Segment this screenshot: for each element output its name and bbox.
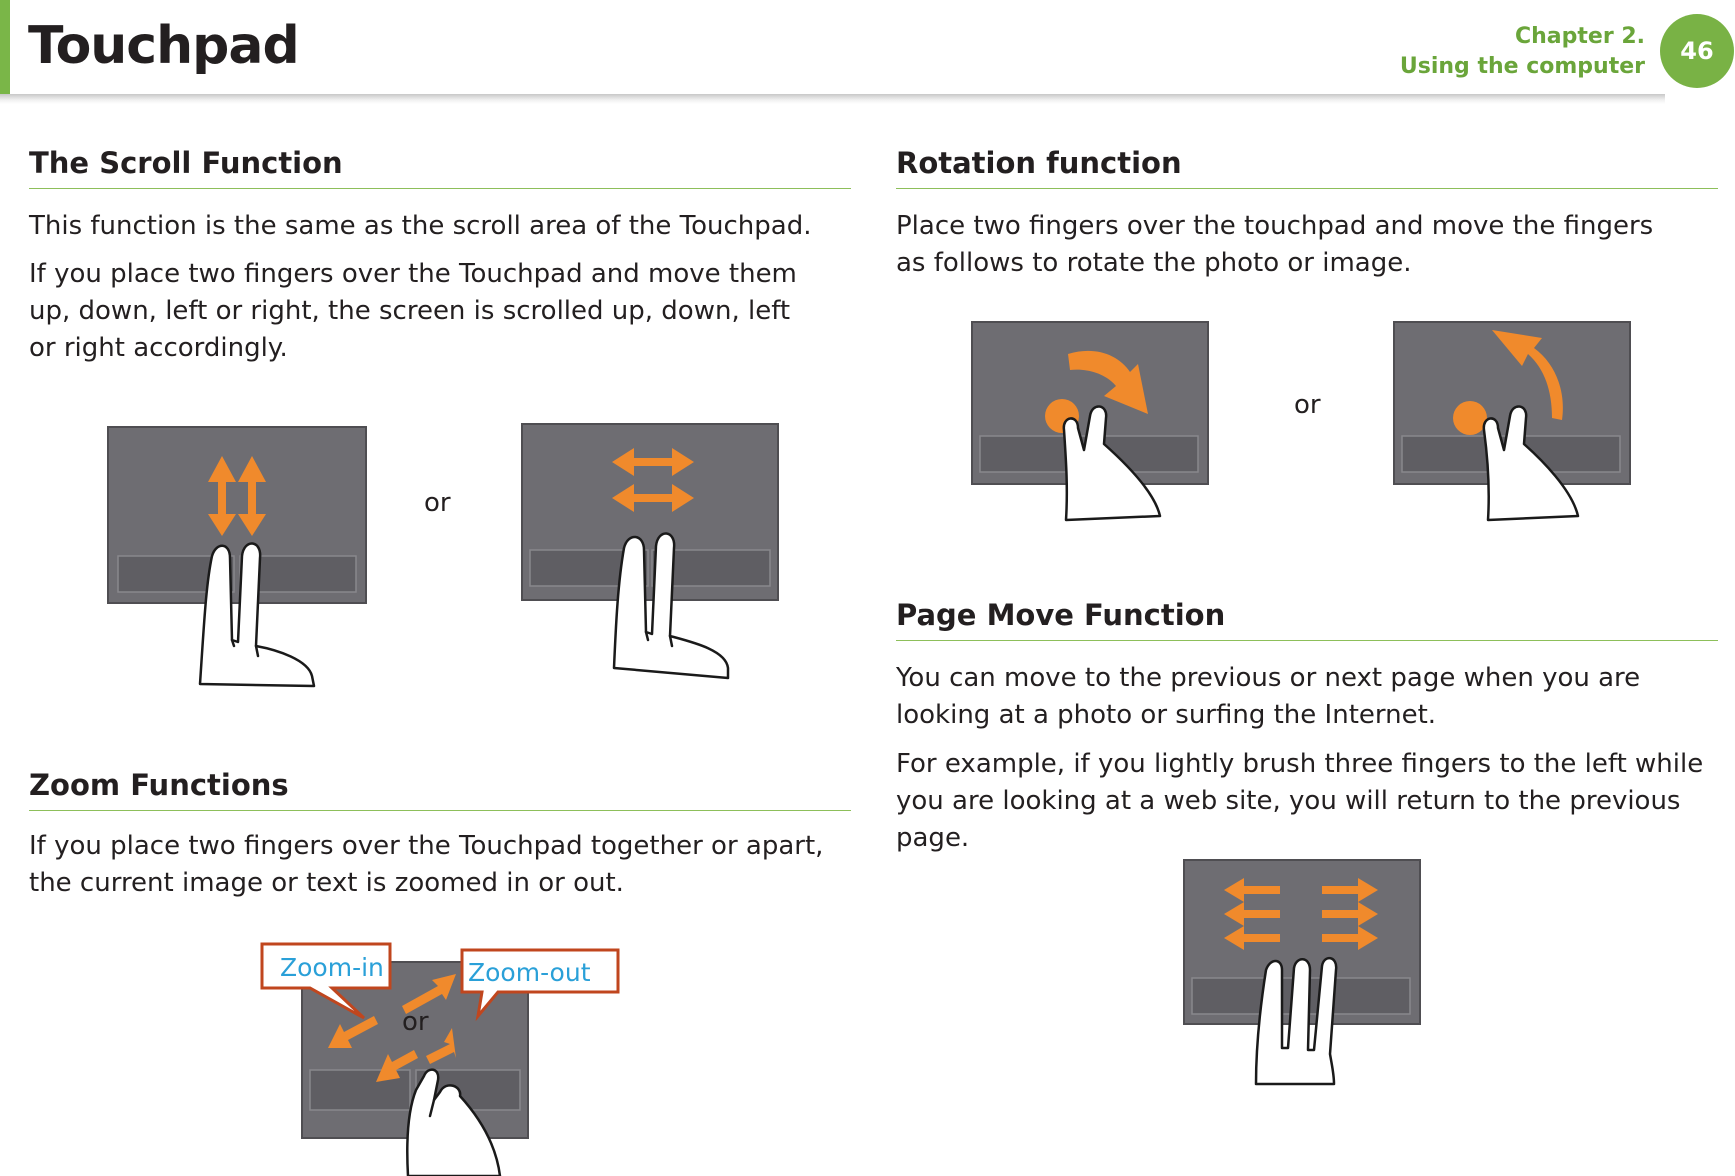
left-right-arrows-icon (612, 448, 694, 512)
zoom-section-title: Zoom Functions (29, 768, 289, 802)
vertical-scroll-illustration (107, 426, 367, 688)
zoom-section-rule (29, 810, 851, 811)
zoom-in-arrows-icon (328, 974, 456, 1048)
rotation-or-label: or (1294, 390, 1321, 420)
two-finger-hand-icon (612, 532, 730, 680)
header-divider (0, 94, 1665, 104)
rotation-section-title: Rotation function (896, 146, 1182, 180)
zoom-in-label: Zoom-in (280, 953, 384, 982)
header-accent-bar (0, 0, 10, 96)
page-title: Touchpad (28, 16, 300, 76)
right-arrows-icon (1322, 878, 1378, 950)
chapter-label: Chapter 2. Using the computer (1400, 22, 1645, 82)
rotating-hand-icon (1482, 405, 1580, 522)
zoom-out-callout: Zoom-out (460, 948, 620, 1022)
scroll-section-title: The Scroll Function (29, 146, 343, 180)
rotation-pivot-dot (1453, 401, 1487, 435)
zoom-out-label: Zoom-out (468, 958, 591, 987)
zoom-or-label: or (402, 1007, 429, 1037)
scroll-or-label: or (424, 488, 451, 518)
three-finger-hand-icon (1254, 957, 1338, 1086)
counterclockwise-arrow-icon (1492, 330, 1563, 420)
pagemove-paragraph-1: You can move to the previous or next pag… (896, 663, 1641, 730)
zoom-paragraph-1: If you place two fingers over the Touchp… (29, 831, 824, 898)
chapter-name: Using the computer (1399, 54, 1645, 79)
pinch-hand-icon (406, 1068, 502, 1176)
pagemove-paragraph-2: For example, if you lightly brush three … (896, 749, 1704, 853)
page-number-badge: 46 (1660, 14, 1734, 88)
rotate-clockwise-illustration (971, 321, 1209, 522)
scroll-paragraph-1: This function is the same as the scroll … (29, 211, 812, 241)
rotate-counterclockwise-illustration (1393, 321, 1631, 522)
rotation-section-rule (896, 188, 1718, 189)
pagemove-section-title: Page Move Function (896, 598, 1226, 632)
two-finger-hand-icon (198, 542, 316, 688)
scroll-paragraph-2: If you place two fingers over the Touchp… (29, 259, 797, 363)
left-arrows-icon (1224, 878, 1280, 950)
rotation-paragraph-1: Place two fingers over the touchpad and … (896, 211, 1654, 278)
clockwise-arrow-icon (1068, 350, 1148, 414)
up-down-arrows-icon (208, 456, 266, 536)
page-number: 46 (1680, 37, 1714, 65)
rotating-hand-icon (1062, 405, 1162, 522)
zoom-out-arrows-icon (376, 1028, 456, 1082)
horizontal-scroll-illustration (521, 423, 779, 680)
scroll-section-rule (29, 188, 851, 189)
zoom-in-callout: Zoom-in (260, 942, 392, 1020)
pagemove-section-rule (896, 640, 1718, 641)
page-move-illustration (1183, 859, 1421, 1086)
chapter-number: Chapter 2. (1514, 24, 1645, 49)
zoom-illustration: Zoom-in Zoom-out or (260, 942, 620, 1176)
